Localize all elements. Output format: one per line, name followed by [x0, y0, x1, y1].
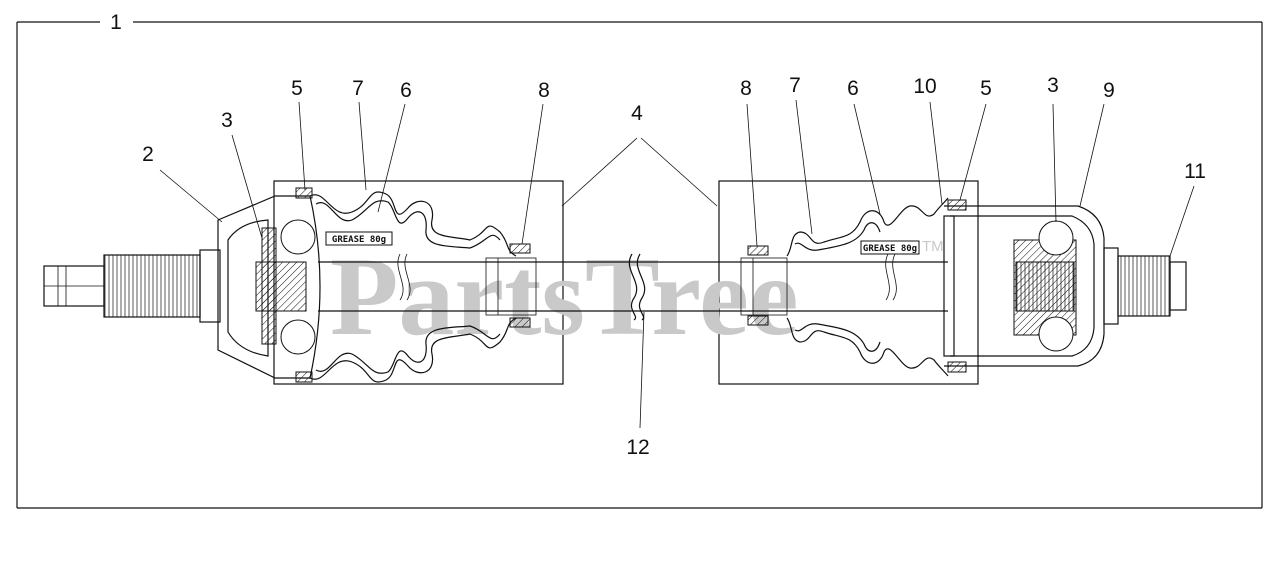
watermark-text: PartsTree — [330, 235, 799, 359]
right-grease-label: GREASE 80g — [860, 240, 920, 255]
left-grease-text: GREASE 80g — [332, 235, 386, 245]
callout-right-grease: 6 — [847, 77, 859, 100]
callout-left-grease: 6 — [400, 79, 412, 102]
right-boot-box — [718, 180, 979, 385]
left-boot — [295, 187, 531, 383]
callout-left-bearing: 3 — [221, 109, 233, 132]
watermark-trademark: TM — [922, 238, 944, 255]
right-grease-text: GREASE 80g — [863, 244, 917, 254]
callout-right-housing: 9 — [1103, 79, 1115, 102]
callout-left-boot: 7 — [352, 77, 364, 100]
callout-frame: 1 — [110, 11, 122, 34]
callout-shaft: 12 — [626, 436, 649, 459]
callout-right-bearing: 3 — [1047, 74, 1059, 97]
callout-right-boot: 7 — [789, 74, 801, 97]
watermark: PartsTree TM — [330, 235, 944, 359]
shaft — [318, 253, 948, 321]
right-outer-joint — [943, 205, 1187, 367]
assembly-frame — [16, 21, 1263, 509]
callout-shaft-group: 4 — [631, 102, 643, 125]
callout-right-stub-shaft: 11 — [1184, 160, 1206, 183]
leader-lines — [159, 99, 1195, 429]
callout-left-housing: 2 — [142, 143, 154, 166]
callouts: 1 2 3 5 7 6 8 4 8 7 6 10 5 3 9 11 12 — [110, 11, 1206, 459]
callout-left-boot-clamp: 5 — [291, 77, 303, 100]
left-grease-label: GREASE 80g — [325, 231, 393, 246]
callout-left-small-clamp: 8 — [538, 79, 550, 102]
left-outer-joint — [43, 195, 321, 379]
callout-right-snap-ring: 10 — [913, 75, 936, 98]
callout-right-boot-clamp: 5 — [980, 77, 992, 100]
callout-right-small-clamp: 8 — [740, 77, 752, 100]
right-boot — [747, 197, 967, 377]
